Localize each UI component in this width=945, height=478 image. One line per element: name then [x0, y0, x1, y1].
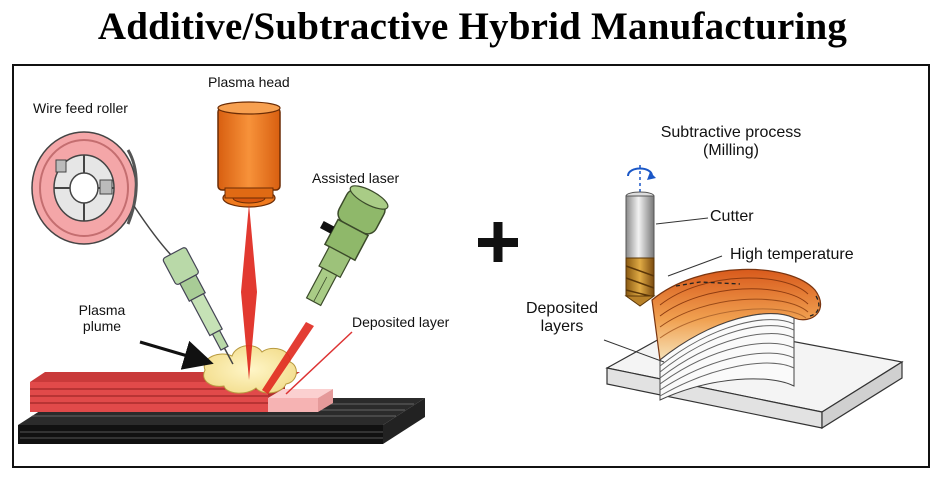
plasma-beam	[241, 204, 257, 380]
cutter-pointer	[655, 217, 709, 225]
label-cutter: Cutter	[710, 208, 754, 225]
plasma-plume-pointer	[139, 340, 214, 370]
plus-sign	[478, 222, 518, 262]
high-temp-pointer	[667, 255, 723, 277]
label-plasma-plume-line2: plume	[82, 318, 122, 334]
label-subtractive-line2: (Milling)	[703, 142, 759, 159]
wire-nozzle	[162, 247, 234, 365]
wire-feed-roller	[31, 131, 179, 263]
plasma-head	[217, 101, 281, 208]
label-deposited-layers: Deposited layers	[520, 300, 604, 336]
label-plasma-plume-line1: Plasma	[78, 302, 126, 318]
label-subtractive-process: Subtractive process (Milling)	[636, 124, 826, 160]
label-plasma-plume: Plasma plume	[74, 302, 130, 334]
label-deposited-layers-line1: Deposited	[525, 300, 599, 317]
diagram-frame	[12, 64, 930, 468]
label-plasma-head: Plasma head	[208, 74, 290, 90]
label-deposited-layers-line2: layers	[540, 318, 584, 335]
milling-cutter	[624, 165, 656, 307]
label-high-temperature: High temperature	[730, 246, 854, 263]
label-assisted-laser: Assisted laser	[312, 170, 400, 186]
label-wire-feed-roller: Wire feed roller	[33, 100, 128, 116]
deposited-layer-wall	[651, 268, 822, 401]
laser-beam	[262, 322, 314, 394]
assisted-laser	[305, 185, 389, 307]
page-title: Additive/Subtractive Hybrid Manufacturin…	[97, 5, 848, 48]
label-deposited-layer: Deposited layer	[352, 314, 450, 330]
deposited-layers-pointer	[603, 339, 665, 363]
label-subtractive-line1: Subtractive process	[660, 124, 802, 141]
deposited-layer-pointer	[285, 331, 353, 395]
